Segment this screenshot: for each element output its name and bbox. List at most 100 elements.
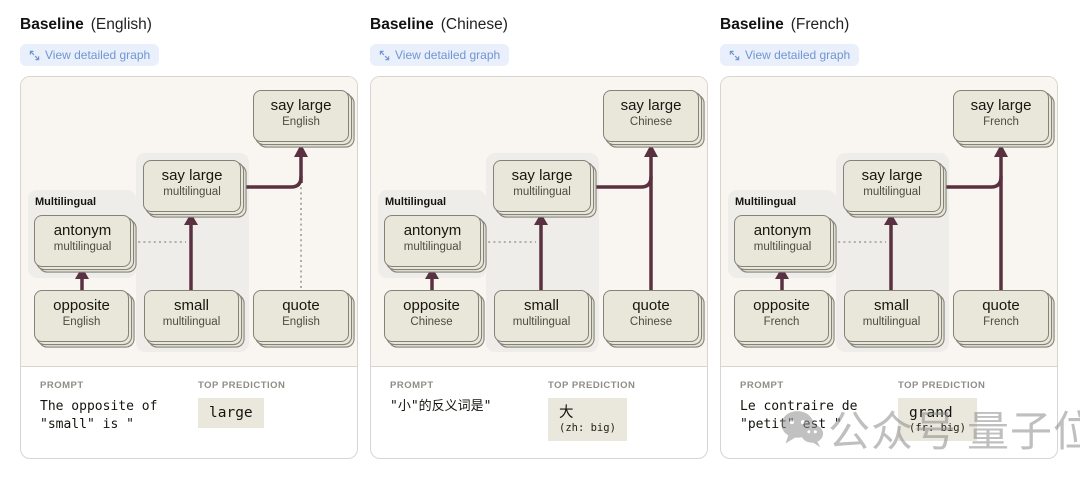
prediction-token: large bbox=[209, 405, 253, 421]
node-title: antonym bbox=[53, 222, 112, 239]
arrowhead bbox=[884, 213, 898, 225]
node-subtitle: multilingual bbox=[863, 186, 921, 198]
expand-diagonal-icon bbox=[29, 50, 40, 60]
edge-saylargemulti-elbow bbox=[590, 175, 653, 189]
prediction-box: grand (fr: big) bbox=[898, 398, 977, 441]
prediction-gloss: (zh: big) bbox=[559, 422, 616, 434]
expand-diagonal-icon bbox=[729, 50, 740, 60]
panel-title: Baseline(English) bbox=[20, 14, 358, 36]
prediction-token: 大 bbox=[559, 405, 574, 421]
graph-edges bbox=[75, 144, 308, 290]
graph-edges bbox=[425, 144, 658, 290]
panel-title-language: (French) bbox=[790, 16, 850, 33]
panel-baseline-english: Baseline(English) View detailed graph Mu… bbox=[20, 14, 358, 459]
node-subtitle: English bbox=[282, 116, 320, 128]
prompt-readout: PROMPT "小"的反义词是" TOP PREDICTION 大 (zh: b… bbox=[371, 367, 707, 441]
view-detailed-graph-label: View detailed graph bbox=[745, 48, 851, 62]
node-title: opposite bbox=[403, 297, 460, 314]
node-small[interactable]: small multilingual bbox=[494, 290, 589, 342]
node-title: opposite bbox=[753, 297, 810, 314]
panel-title-language: (Chinese) bbox=[440, 16, 508, 33]
arrowhead bbox=[184, 213, 198, 225]
view-detailed-graph-link[interactable]: View detailed graph bbox=[20, 44, 160, 66]
node-subtitle: multilingual bbox=[163, 186, 221, 198]
edge-saylargemulti-elbow bbox=[940, 175, 1003, 189]
panel-title-language: (English) bbox=[90, 16, 152, 33]
node-small[interactable]: small multilingual bbox=[844, 290, 939, 342]
prompt-text: "小"的反义词是" bbox=[390, 399, 492, 414]
node-title: say large bbox=[970, 97, 1032, 114]
panel-title: Baseline (Chinese) bbox=[370, 14, 708, 36]
node-title: say large bbox=[861, 167, 923, 184]
panel-title: Baseline(French) bbox=[720, 14, 1058, 36]
node-title: say large bbox=[620, 97, 682, 114]
view-detailed-graph-link[interactable]: View detailed graph bbox=[370, 44, 510, 66]
prompt-label: PROMPT bbox=[390, 380, 434, 391]
node-title: small bbox=[873, 297, 909, 314]
multilingual-region-label: Multilingual bbox=[735, 196, 797, 208]
node-subtitle: multilingual bbox=[512, 316, 571, 328]
node-subtitle: Chinese bbox=[629, 116, 673, 128]
node-subtitle: multilingual bbox=[162, 316, 221, 328]
view-detailed-graph-label: View detailed graph bbox=[395, 48, 501, 62]
node-title: quote bbox=[632, 297, 670, 314]
arrowhead bbox=[644, 144, 658, 157]
arrowhead bbox=[294, 144, 308, 157]
top-prediction-label: TOP PREDICTION bbox=[548, 380, 636, 391]
node-title: antonym bbox=[753, 222, 812, 239]
graph-edges bbox=[775, 144, 1008, 290]
node-title: opposite bbox=[53, 297, 110, 314]
top-prediction-label: TOP PREDICTION bbox=[898, 380, 986, 391]
arrowhead bbox=[994, 144, 1008, 157]
prompt-text: Le contraire de "petit" est " bbox=[740, 399, 858, 432]
node-subtitle: multilingual bbox=[403, 241, 462, 253]
node-subtitle: multilingual bbox=[513, 186, 571, 198]
multilingual-region-label: Multilingual bbox=[385, 196, 447, 208]
multilingual-region-label: Multilingual bbox=[35, 196, 97, 208]
prompt-readout: PROMPT The opposite of "small" is " TOP … bbox=[21, 367, 357, 434]
panel-baseline-chinese: Baseline (Chinese) View detailed graph Mu… bbox=[370, 14, 708, 459]
node-subtitle: Chinese bbox=[410, 316, 453, 328]
arrowhead bbox=[75, 267, 89, 279]
node-antonym[interactable]: antonym multilingual bbox=[734, 215, 831, 267]
node-subtitle: French bbox=[983, 116, 1019, 128]
arrowhead bbox=[775, 267, 789, 279]
prompt-readout: PROMPT Le contraire de "petit" est " TOP… bbox=[721, 367, 1057, 441]
prediction-box: large bbox=[198, 398, 264, 428]
node-subtitle: English bbox=[282, 316, 320, 328]
node-subtitle: English bbox=[62, 316, 101, 328]
prediction-column: TOP PREDICTION 大 (zh: big) bbox=[548, 380, 707, 441]
top-prediction-label: TOP PREDICTION bbox=[198, 380, 286, 391]
panel-title-main: Baseline bbox=[370, 16, 434, 33]
prediction-token: grand bbox=[909, 405, 953, 421]
node-title: say large bbox=[270, 97, 332, 114]
prediction-column: TOP PREDICTION grand (fr: big) bbox=[898, 380, 1057, 441]
prompt-label: PROMPT bbox=[40, 380, 84, 391]
node-say-large-multilingual[interactable]: say large multilingual bbox=[843, 160, 941, 212]
node-title: small bbox=[523, 297, 559, 314]
node-title: antonym bbox=[403, 222, 462, 239]
prompt-column: PROMPT Le contraire de "petit" est " bbox=[740, 380, 898, 441]
node-subtitle: multilingual bbox=[862, 316, 921, 328]
view-detailed-graph-link[interactable]: View detailed graph bbox=[720, 44, 860, 66]
node-antonym[interactable]: antonym multilingual bbox=[384, 215, 481, 267]
prediction-box: 大 (zh: big) bbox=[548, 398, 627, 441]
node-subtitle: multilingual bbox=[753, 241, 812, 253]
